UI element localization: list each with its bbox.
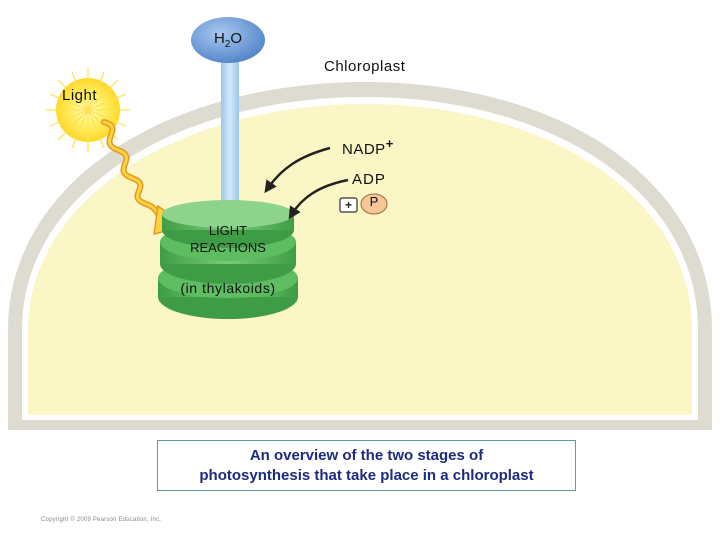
thylakoids-label: (in thylakoids)	[180, 280, 276, 296]
copyright-notice: Copyright © 2009 Pearson Education, Inc.	[41, 517, 162, 523]
caption-box: An overview of the two stages of photosy…	[157, 440, 576, 491]
phosphate-label: P	[369, 194, 379, 209]
light-label: Light	[62, 87, 98, 104]
svg-text:+: +	[345, 198, 352, 212]
chloroplast-inner	[28, 104, 692, 415]
nadp-label: NADP+	[342, 136, 394, 158]
water-label: H2O	[213, 30, 243, 50]
nadp-arrow	[264, 146, 331, 194]
chloroplast-label: Chloroplast	[324, 58, 406, 75]
sun-icon	[46, 68, 130, 152]
light-reactions-label: LIGHT REACTIONS	[190, 223, 266, 255]
caption-line-2: photosynthesis that take place in a chlo…	[199, 467, 534, 484]
caption-line-1: An overview of the two stages of	[249, 447, 484, 464]
adp-label: ADP	[352, 171, 386, 188]
phosphate-group: +	[339, 193, 388, 215]
adp-arrow	[288, 178, 349, 220]
thylakoid-stack	[158, 200, 298, 319]
water-molecule	[191, 17, 265, 63]
